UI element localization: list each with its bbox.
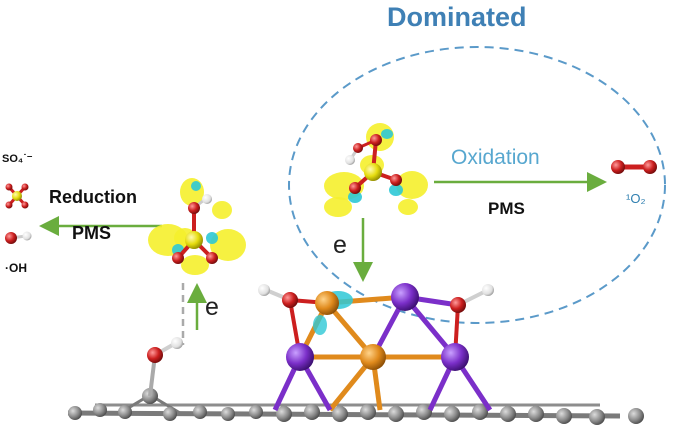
- reduction-label: Reduction: [49, 187, 137, 207]
- sulfate-radical-icon: [5, 183, 29, 209]
- graphene-substrate: [67, 388, 644, 425]
- pms-molecule-oxidation: [324, 123, 428, 217]
- left-electron-label: e: [205, 293, 219, 321]
- oxidation-label: Oxidation: [451, 146, 540, 169]
- surface-hydroxyl-group: [147, 337, 183, 397]
- oxidation-pms-label: PMS: [488, 199, 525, 218]
- metal-oxide-cluster: [258, 283, 494, 412]
- hydroxyl-radical-label: ·OH: [5, 261, 27, 275]
- singlet-oxygen-molecule: [611, 160, 657, 174]
- reduction-pms-label: PMS: [72, 223, 112, 243]
- dominated-pathway-ellipse: [288, 46, 666, 324]
- singlet-oxygen-label: ¹O₂: [626, 191, 646, 206]
- pms-molecule-reduction: [148, 178, 246, 275]
- hydroxyl-radical-icon: [5, 231, 32, 244]
- sulfate-radical-label: SO₄˙⁻: [2, 153, 33, 165]
- diagram-title: Dominated: [387, 2, 527, 32]
- right-electron-label: e: [333, 231, 347, 259]
